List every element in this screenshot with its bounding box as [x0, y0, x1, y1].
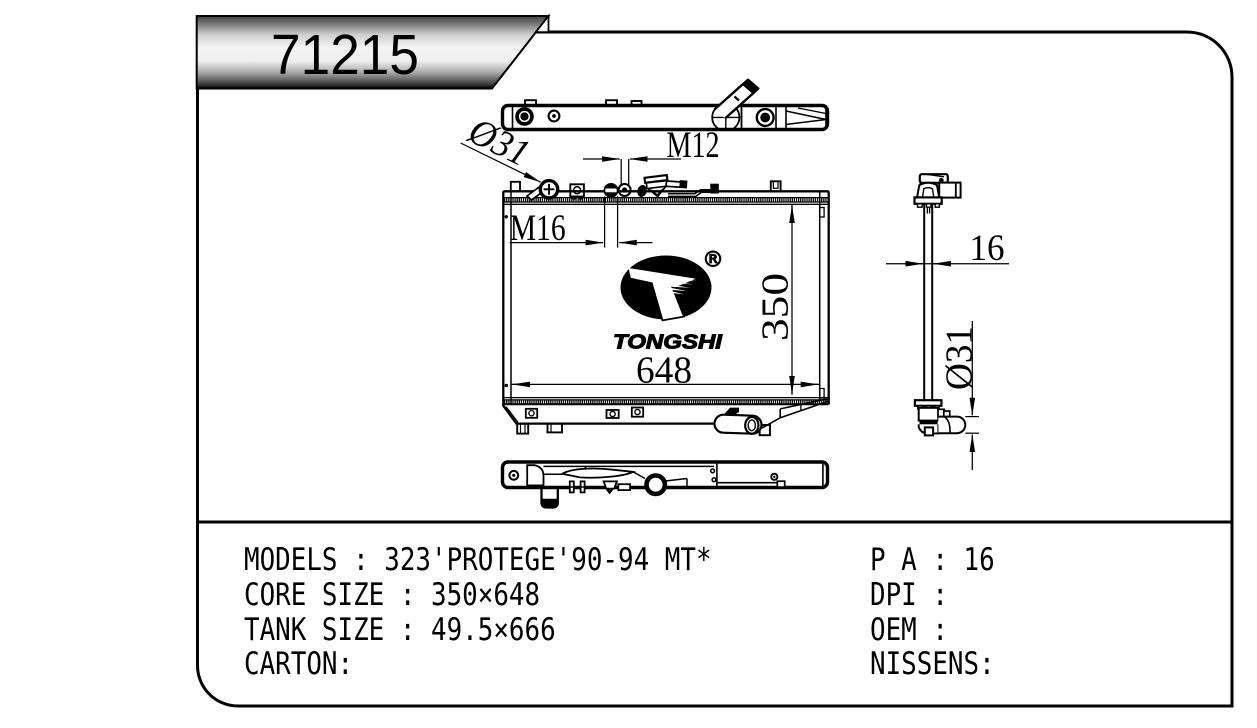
bottom-view-legs — [567, 480, 587, 494]
dim-m12: M12 — [583, 125, 720, 185]
top-view-right-details — [740, 106, 827, 129]
dim-thickness-label: 16 — [970, 228, 1005, 269]
sheet-border — [196, 16, 1234, 708]
brand-name: TONGSHI — [613, 331, 723, 353]
dim-core-height-label: 350 — [755, 273, 797, 341]
bottom-view-middle-fitting — [602, 480, 631, 495]
filler-neck — [637, 173, 688, 198]
logo-speed-lines — [670, 278, 697, 295]
bracket-fitting — [569, 183, 585, 200]
core-top-serration — [504, 197, 828, 202]
dim-core-width-label: 648 — [636, 349, 692, 391]
dim-m16: M16 — [509, 196, 653, 249]
right-tab — [769, 180, 782, 193]
part-number-banner: 71215 — [195, 13, 551, 90]
logo-flag — [628, 268, 696, 288]
front-bottom-tank — [502, 396, 829, 437]
dim-core-width: 648 — [511, 349, 820, 391]
radiator-bottom-view — [500, 460, 830, 509]
radiator-top-view — [500, 78, 830, 132]
bottom-outlet-pipe — [713, 398, 828, 435]
bottom-tank-feet — [516, 422, 771, 437]
bottom-view-outlet-ring — [632, 471, 688, 497]
banner-fold-icon — [533, 13, 550, 34]
part-number: 71215 — [271, 23, 419, 87]
side-bottom-outlet — [913, 399, 967, 437]
dim-thickness: 16 — [886, 228, 1009, 269]
front-top-fittings — [509, 173, 782, 202]
dim-outlet-diameter-label: Ø31 — [939, 326, 981, 390]
front-side-channels — [502, 191, 830, 407]
dim-outlet-diameter: Ø31 — [939, 321, 981, 470]
m12-stud — [617, 183, 632, 197]
side-top-cap — [913, 173, 962, 214]
radiator-side-view — [913, 173, 967, 437]
top-view-inlet-pipe — [711, 78, 760, 129]
brand-logo: ® TONGSHI — [613, 247, 725, 354]
dim-core-height: 350 — [755, 204, 797, 395]
core-bottom-serration — [504, 400, 828, 404]
radiator-front-view: ® TONGSHI — [502, 173, 830, 437]
bottom-tank-fittings — [524, 406, 645, 419]
registered-mark: ® — [702, 248, 724, 273]
dim-m16-label: M16 — [510, 208, 566, 249]
border-outline — [196, 16, 1234, 708]
m16-plug — [603, 182, 619, 198]
dim-m12-label: M12 — [667, 125, 720, 166]
bottom-view-left — [508, 464, 563, 487]
drain-plug — [538, 178, 560, 200]
top-view-left-grommet — [515, 107, 534, 126]
top-view-small-ring — [547, 109, 561, 123]
top-bracket-strap — [667, 183, 719, 198]
bottom-view-right — [709, 462, 824, 488]
banner-ribbon — [195, 15, 551, 90]
